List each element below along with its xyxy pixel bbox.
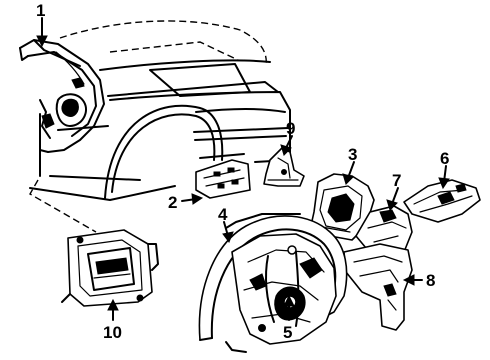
callout-2: 2	[168, 193, 177, 212]
arrowhead-7	[386, 199, 398, 211]
callout-1: 1	[36, 1, 45, 20]
arrowhead-9	[280, 144, 292, 156]
callout-10: 10	[103, 323, 122, 342]
arrowhead-3	[342, 173, 354, 185]
part-8-lower-extension	[343, 243, 413, 331]
part-7-inner-bracket	[355, 205, 413, 257]
callout-5: 5	[283, 323, 292, 342]
arrowhead-4	[222, 231, 234, 244]
arrowhead-6	[438, 177, 450, 190]
quarter-panel-body	[29, 20, 291, 233]
leader-9	[285, 135, 293, 149]
part-4-5-wheelhouse	[198, 213, 348, 353]
arrowhead-10	[107, 298, 119, 311]
part-1-pillar-inner	[19, 39, 105, 153]
part-10-panel	[61, 229, 159, 307]
part-2-bracket	[195, 159, 251, 199]
callout-7: 7	[392, 171, 401, 190]
part-6-extension	[403, 179, 481, 223]
arrowhead-8	[402, 274, 415, 286]
callout-8: 8	[426, 271, 435, 290]
callout-9: 9	[286, 119, 295, 138]
callout-3: 3	[348, 145, 357, 164]
callout-6: 6	[440, 149, 449, 168]
arrowhead-1	[36, 35, 48, 48]
arrowhead-5	[283, 294, 295, 307]
callout-labels: 1 2 3 4 5 6 7 8 9 10	[36, 1, 449, 342]
leader-lines	[36, 17, 450, 321]
callout-4: 4	[218, 205, 228, 224]
arrowhead-2	[191, 193, 204, 205]
